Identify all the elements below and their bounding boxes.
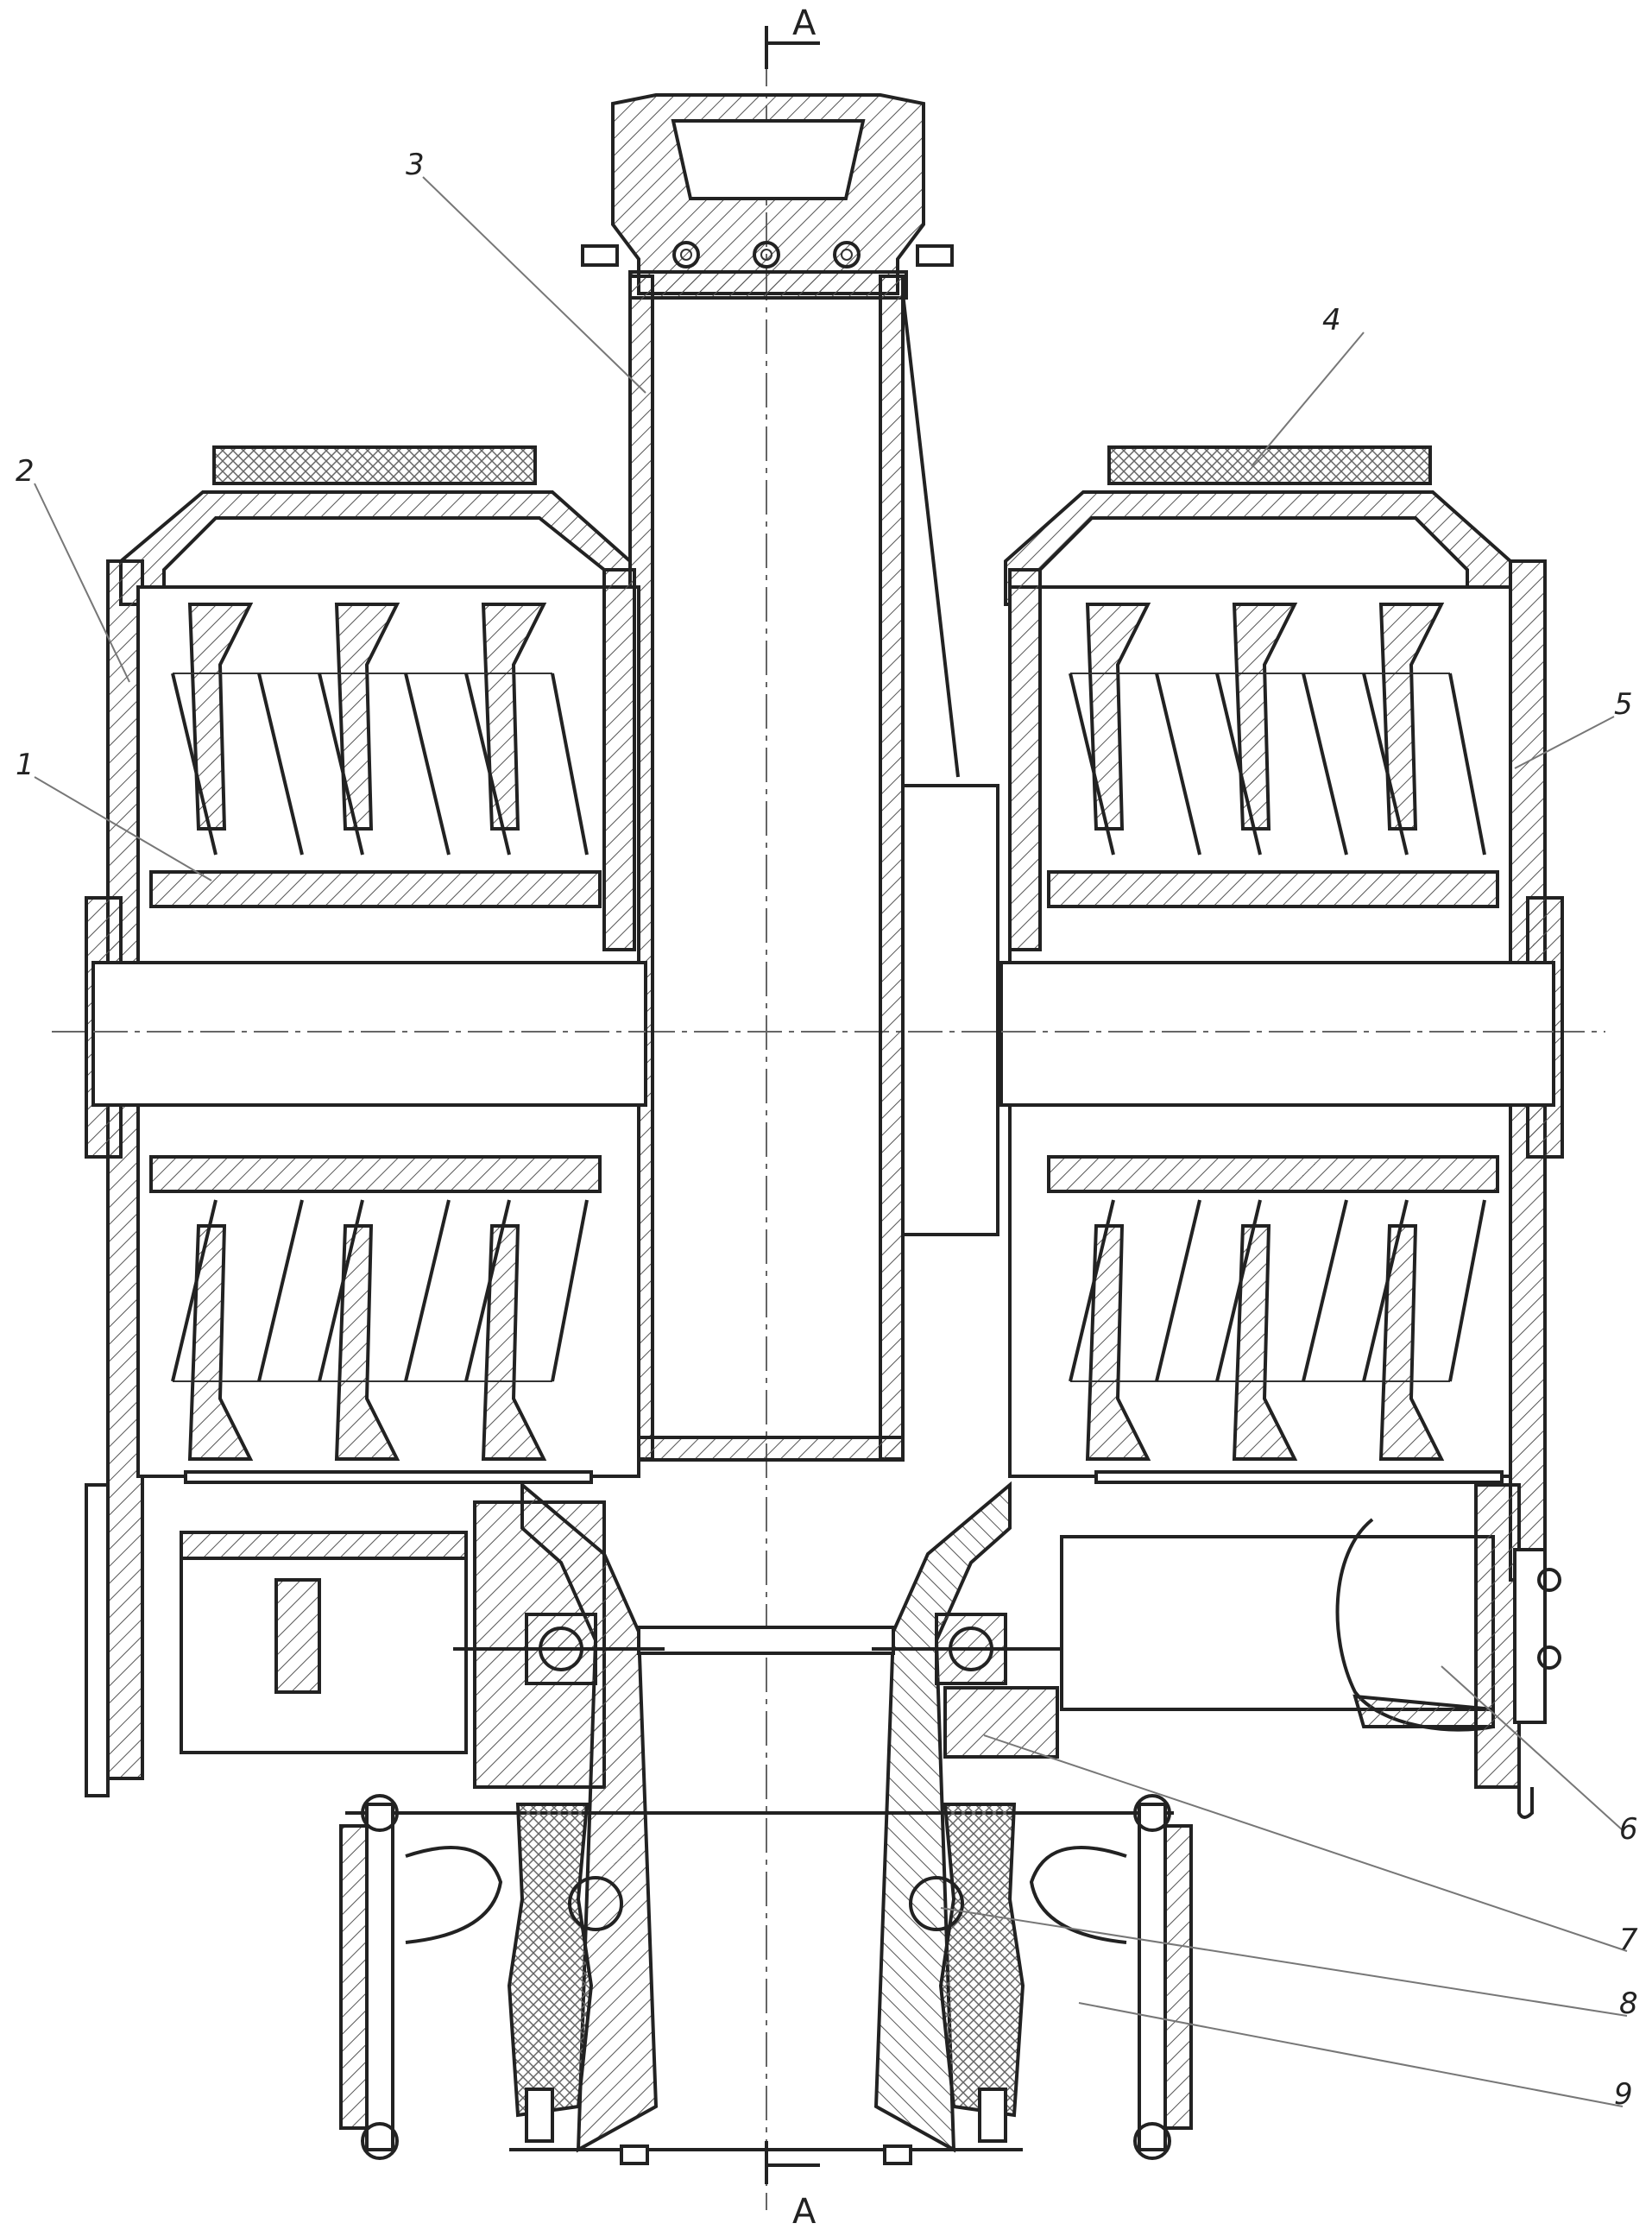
section-label-bottom: A	[792, 2192, 817, 2232]
callouts: 1 2 3 4 5 6 7 8 9	[16, 148, 1638, 2112]
callout-9: 9	[1614, 2077, 1633, 2112]
callout-7: 7	[1619, 1923, 1638, 1957]
section-mark-bottom: A	[765, 2141, 820, 2232]
callout-1: 1	[16, 748, 35, 782]
right-rotor-assembly	[999, 445, 1564, 1582]
section-mark-top: A	[765, 3, 820, 69]
left-rotor-assembly	[85, 445, 647, 1780]
base-frame	[339, 1794, 1193, 2165]
leader-lines	[34, 176, 1628, 2107]
callout-8: 8	[1619, 1987, 1638, 2021]
callout-2: 2	[16, 454, 35, 489]
right-motor	[1060, 1483, 1561, 1819]
callout-3: 3	[406, 148, 425, 182]
central-tube	[581, 93, 999, 1462]
section-label-top: A	[792, 3, 817, 43]
central-bearing-housing	[453, 1481, 1083, 2153]
callout-6: 6	[1619, 1812, 1638, 1847]
callout-5: 5	[1614, 687, 1633, 722]
callout-4: 4	[1322, 303, 1341, 338]
